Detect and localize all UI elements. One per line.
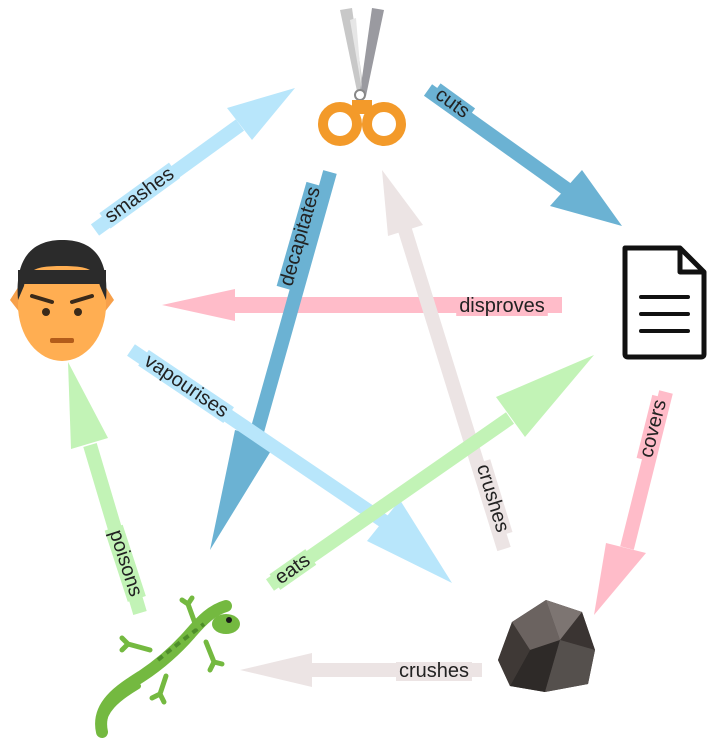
label-disproves: disproves [459,295,545,317]
label-vapourises: vapourises [140,350,232,422]
document-icon [622,245,707,360]
label-highlight [99,162,181,229]
label-smashes: smashes [101,163,179,228]
label-highlight [429,83,476,124]
scissors-icon [318,8,406,146]
label-highlight [456,297,548,316]
spock-face-icon [10,240,114,361]
label-poisons: poisons [105,527,147,599]
label-highlight [395,662,473,681]
label-covers: covers [635,397,671,459]
label-highlight [472,459,513,538]
label-rock-crushes-lizard: crushes [399,660,469,682]
label-highlight [104,524,146,602]
label-highlight [636,394,671,463]
label-highlight [269,549,317,590]
label-highlight [276,181,325,292]
rock-icon [498,600,595,692]
label-rock-crushes-scissors: crushes [472,462,514,535]
lizard-icon [95,595,240,738]
arrow-decapitates [210,170,337,550]
label-highlight [138,349,234,424]
